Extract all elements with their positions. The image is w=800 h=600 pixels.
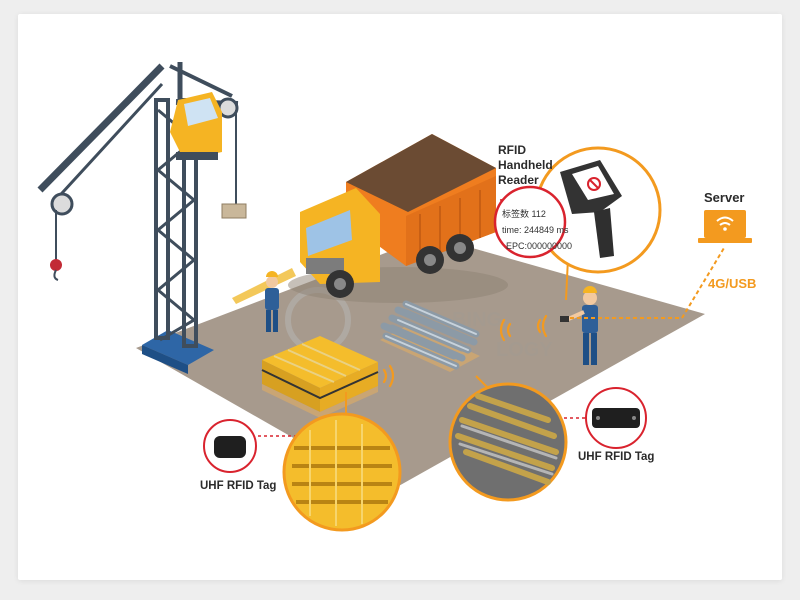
steel-pipe-zoom: [448, 382, 568, 502]
tag-label-right: UHF RFID Tag: [578, 451, 655, 463]
reader-label-line2: Handheld: [498, 158, 553, 172]
worker-left: [232, 268, 296, 332]
laptop-wifi-icon: [698, 210, 752, 243]
rfid-signal-icon: [382, 314, 548, 388]
screen-row-count: 标签数 112: [502, 208, 546, 219]
steel-pipe-pile: [380, 300, 480, 372]
reader-label-line3: Reader: [498, 173, 539, 187]
reader-label: RFID Handheld Reader: [498, 143, 553, 188]
tower-crane: [37, 62, 247, 374]
screen-row-time: time: 244849 ms: [502, 225, 569, 235]
yellow-steel-zoom: [282, 412, 402, 532]
rfid-tag-right-icon: [585, 387, 647, 449]
screen-row-epc: EPC:000000000: [506, 241, 572, 251]
reader-label-line1: RFID: [498, 143, 526, 157]
reader-zoom-callout: [534, 146, 662, 274]
server-label: Server: [704, 190, 745, 205]
server-link-line: [570, 247, 725, 319]
yellow-steel-pallet: [261, 336, 379, 418]
watermark-text-right: LOGY: [496, 339, 553, 361]
worker-right: [560, 286, 598, 365]
rfid-tag-left-icon: [203, 419, 257, 473]
dump-truck: [288, 134, 508, 303]
reader-screen-inset: 标签数 112 time: 244849 ms EPC:000000000: [493, 185, 572, 259]
connection-label: 4G/USB: [708, 276, 757, 291]
tag-label-left: UHF RFID Tag: [200, 480, 277, 492]
